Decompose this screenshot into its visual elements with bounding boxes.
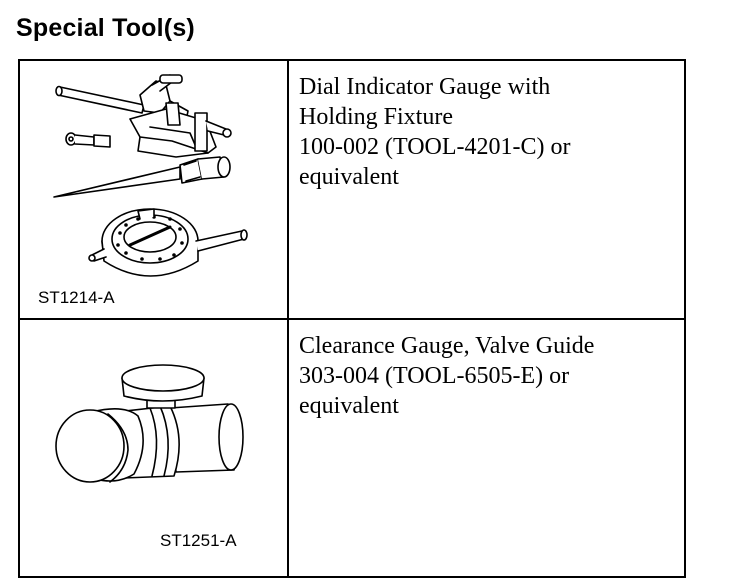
tool-code-label: ST1251-A (160, 531, 237, 550)
tool-description-line: 303-004 (TOOL-6505-E) or (299, 363, 570, 389)
tool-code-label: ST1214-A (38, 288, 115, 307)
tool-row: ST1214-A Dial Indicator Gauge with Holdi… (18, 59, 686, 320)
tool-description-line: Holding Fixture (299, 104, 453, 130)
special-tools-table: ST1214-A Dial Indicator Gauge with Holdi… (18, 59, 686, 578)
dial-indicator-gauge-icon (53, 74, 248, 277)
tool-image-cell: ST1214-A (18, 59, 289, 320)
tool-description-line: Clearance Gauge, Valve Guide (299, 333, 595, 359)
clearance-gauge-icon (55, 364, 244, 483)
tool-description-line: 100-002 (TOOL-4201-C) or (299, 134, 571, 160)
tool-description-line: Dial Indicator Gauge with (299, 74, 551, 100)
tool-description-line: equivalent (299, 164, 399, 190)
section-heading: Special Tool(s) (16, 14, 195, 42)
tool-description-cell: Clearance Gauge, Valve Guide 303-004 (TO… (287, 318, 686, 578)
tool-description-cell: Dial Indicator Gauge with Holding Fixtur… (287, 59, 686, 320)
tool-row: ST1251-A Clearance Gauge, Valve Guide 30… (18, 318, 686, 578)
tool-description-line: equivalent (299, 393, 399, 419)
tool-image-cell: ST1251-A (18, 318, 289, 578)
